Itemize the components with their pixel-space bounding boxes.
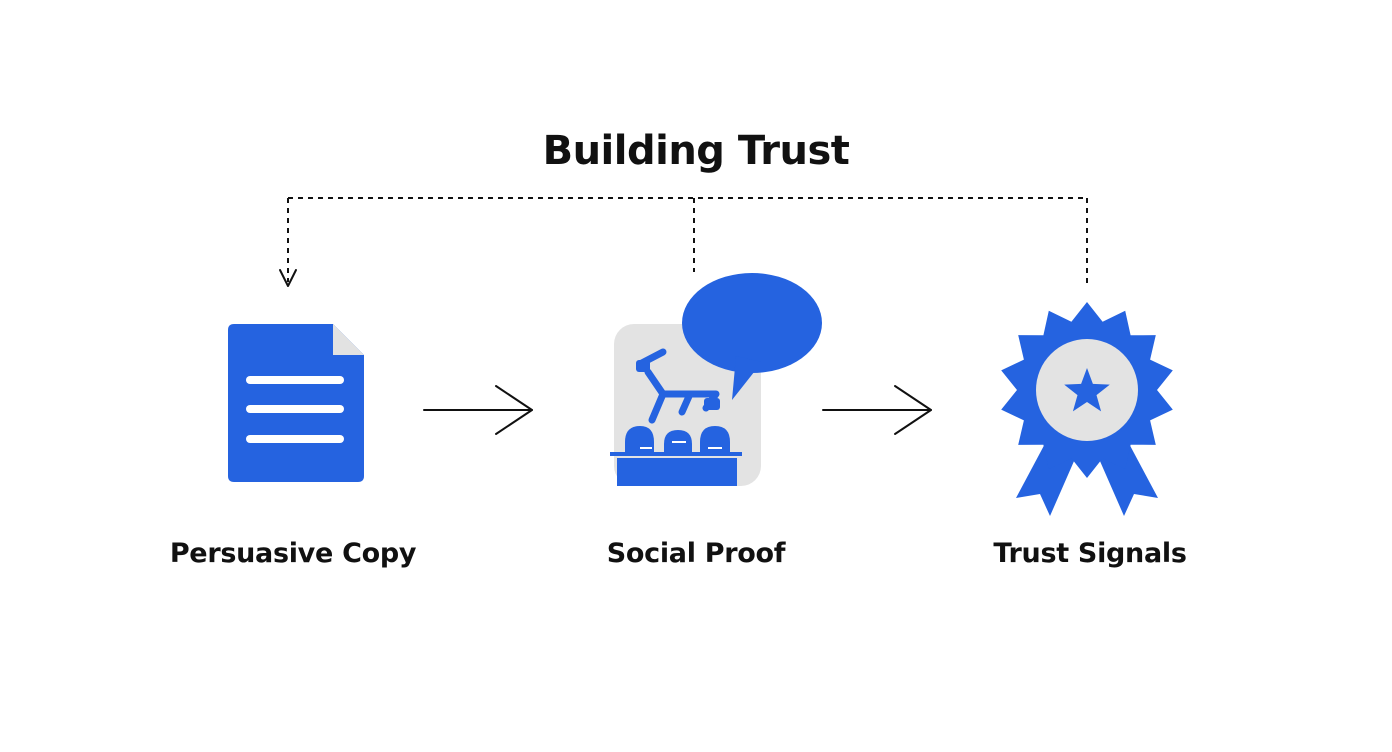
document-icon	[228, 324, 364, 482]
chat-review-icon	[610, 273, 822, 486]
diagram-title: Building Trust	[542, 128, 850, 174]
feedback-arrowhead	[279, 269, 297, 287]
award-badge-icon	[1001, 302, 1173, 516]
arrow-proof-to-signals	[822, 385, 932, 435]
node-label-persuasive-copy: Persuasive Copy	[169, 538, 417, 569]
star-icon	[1064, 368, 1110, 412]
audience-figures	[610, 426, 742, 486]
node-label-social-proof: Social Proof	[606, 538, 786, 569]
feedback-connector	[287, 197, 1088, 288]
arrow-copy-to-proof	[423, 385, 533, 435]
speech-bubble	[682, 273, 822, 400]
node-label-trust-signals: Trust Signals	[993, 538, 1187, 569]
